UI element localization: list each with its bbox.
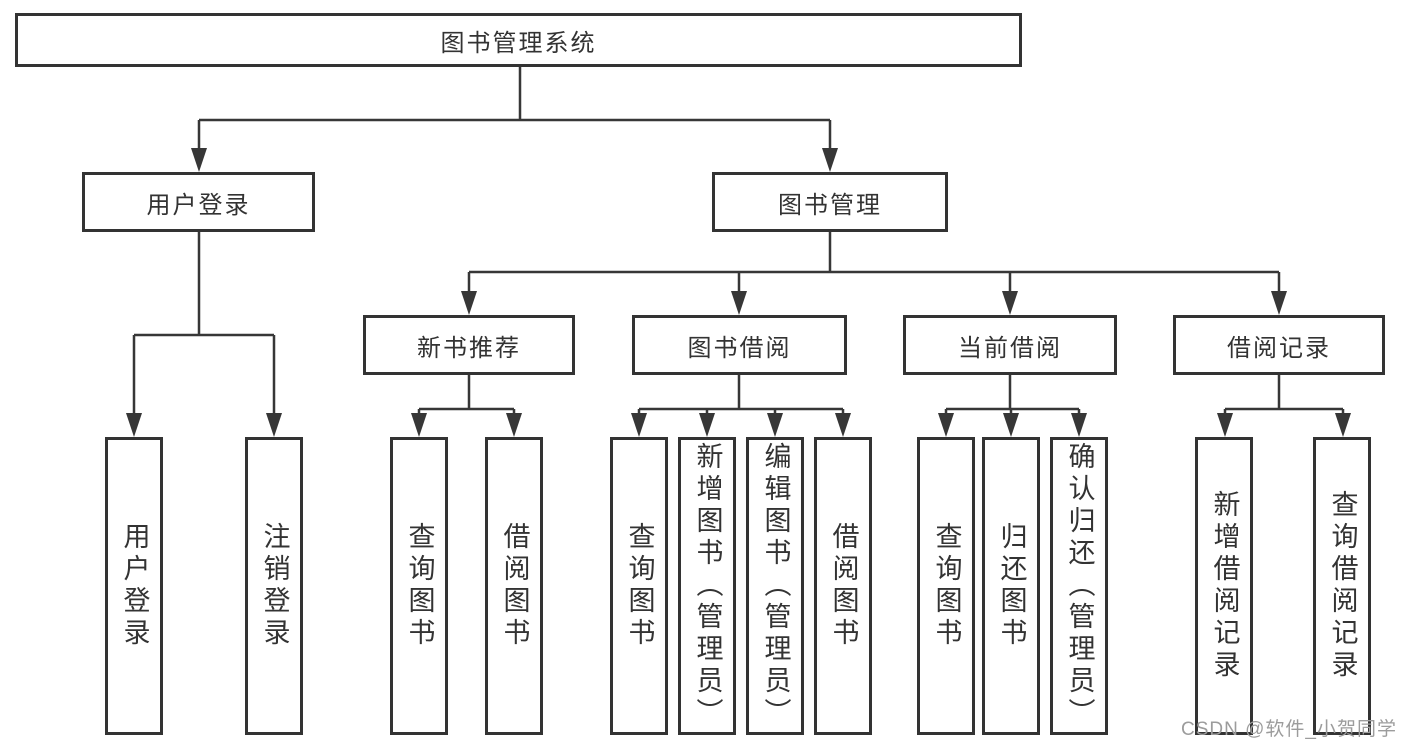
leaf-borrow-borrow-books-label: 借阅图书 [828, 522, 859, 650]
node-book-manage: 图书管理 [712, 172, 948, 232]
arrow-down-icon [835, 413, 851, 437]
connector-manage-to-level3 [467, 232, 1281, 295]
leaf-borrow-add-books-admin: 新增图书（管理员） [678, 437, 736, 735]
arrow-down-icon [461, 291, 477, 315]
leaf-records-query-record-label: 查询借阅记录 [1327, 490, 1358, 682]
node-current-borrow: 当前借阅 [903, 315, 1117, 375]
leaf-recommend-borrow-books: 借阅图书 [485, 437, 543, 735]
arrow-down-icon [1217, 413, 1233, 437]
leaf-recommend-borrow-books-label: 借阅图书 [499, 522, 530, 650]
leaf-recommend-query-books-label: 查询图书 [404, 522, 435, 650]
arrow-down-icon [411, 413, 427, 437]
arrow-down-icon [126, 413, 142, 437]
leaf-records-query-record: 查询借阅记录 [1313, 437, 1371, 735]
node-user-login: 用户登录 [82, 172, 315, 232]
node-borrow-records: 借阅记录 [1173, 315, 1385, 375]
arrow-down-icon [631, 413, 647, 437]
arrow-down-icon [1003, 413, 1019, 437]
leaf-user-login-label: 用户登录 [119, 522, 150, 650]
leaf-user-login: 用户登录 [105, 437, 163, 735]
arrow-down-icon [1002, 291, 1018, 315]
leaf-borrow-add-books-admin-label: 新增图书（管理员） [692, 442, 723, 730]
node-current-borrow-label: 当前借阅 [958, 334, 1062, 362]
arrow-down-icon [1335, 413, 1351, 437]
arrow-down-icon [191, 148, 207, 172]
node-root-label: 图书管理系统 [440, 29, 597, 57]
node-borrow-records-label: 借阅记录 [1227, 334, 1331, 362]
node-new-book-recommend: 新书推荐 [363, 315, 575, 375]
arrow-down-icon [767, 413, 783, 437]
arrow-down-icon [266, 413, 282, 437]
leaf-logout-label: 注销登录 [259, 522, 290, 650]
arrow-down-icon [731, 291, 747, 315]
leaf-current-confirm-return-admin: 确认归还（管理员） [1050, 437, 1108, 735]
leaf-current-return-books: 归还图书 [982, 437, 1040, 735]
node-book-manage-label: 图书管理 [778, 191, 882, 219]
node-root-system: 图书管理系统 [15, 13, 1022, 67]
leaf-records-add-record-label: 新增借阅记录 [1209, 490, 1240, 682]
node-user-login-label: 用户登录 [146, 191, 251, 219]
arrow-down-icon [822, 148, 838, 172]
node-book-borrow: 图书借阅 [632, 315, 847, 375]
node-new-book-recommend-label: 新书推荐 [417, 334, 521, 362]
leaf-current-return-books-label: 归还图书 [996, 522, 1027, 650]
arrow-down-icon [699, 413, 715, 437]
connector-recommend-to-leaves [417, 375, 516, 417]
connector-records-to-leaves [1223, 375, 1345, 417]
leaf-current-query-books: 查询图书 [917, 437, 975, 735]
connector-current-to-leaves [944, 375, 1081, 417]
leaf-borrow-edit-books-admin: 编辑图书（管理员） [746, 437, 804, 735]
connector-borrow-to-leaves [637, 375, 845, 417]
connector-login-to-leaves [132, 232, 276, 417]
leaf-logout: 注销登录 [245, 437, 303, 735]
arrow-down-icon [1271, 291, 1287, 315]
leaf-borrow-query-books-label: 查询图书 [624, 522, 655, 650]
watermark-text: CSDN @软件_小贺同学 [1181, 719, 1397, 740]
leaf-borrow-borrow-books: 借阅图书 [814, 437, 872, 735]
leaf-borrow-query-books: 查询图书 [610, 437, 668, 735]
arrow-down-icon [506, 413, 522, 437]
leaf-records-add-record: 新增借阅记录 [1195, 437, 1253, 735]
node-book-borrow-label: 图书借阅 [687, 334, 792, 362]
leaf-current-query-books-label: 查询图书 [931, 522, 962, 650]
leaf-recommend-query-books: 查询图书 [390, 437, 448, 735]
leaf-current-confirm-return-admin-label: 确认归还（管理员） [1064, 442, 1095, 730]
arrowheads [126, 148, 1351, 437]
arrow-down-icon [938, 413, 954, 437]
arrow-down-icon [1071, 413, 1087, 437]
connector-root-to-level2 [197, 67, 832, 152]
leaf-borrow-edit-books-admin-label: 编辑图书（管理员） [760, 442, 791, 730]
